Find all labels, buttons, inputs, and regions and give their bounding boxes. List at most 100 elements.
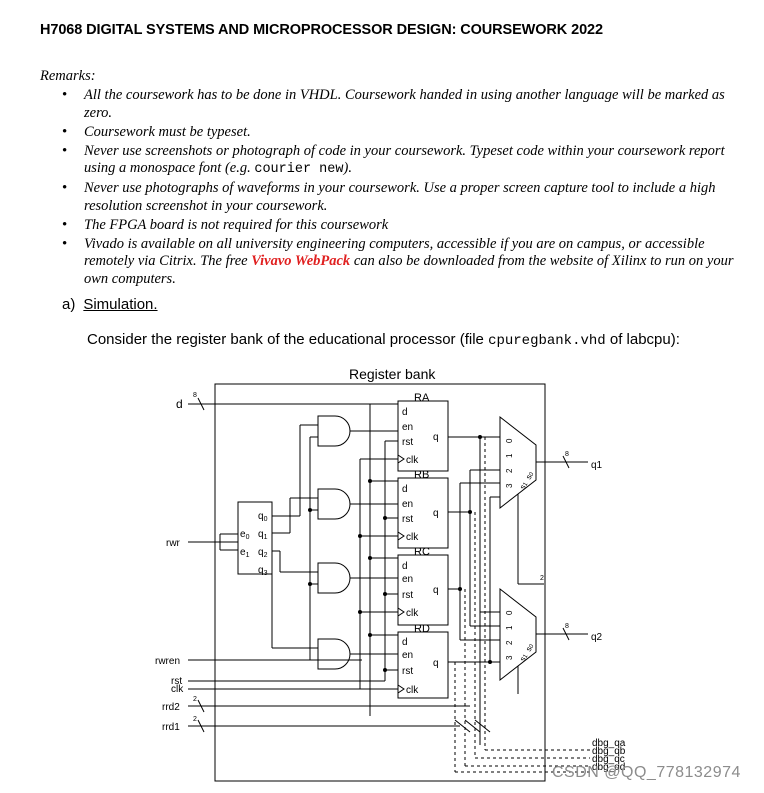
- remark-text: ).: [343, 160, 352, 176]
- input-rrd1-label: rrd1: [162, 722, 180, 733]
- remark-text: Coursework must be typeset.: [84, 123, 251, 140]
- input-rrd2-label: rrd2: [162, 702, 180, 713]
- output-dbg-qb: dbg_qb: [592, 746, 626, 757]
- remark-text: Never use photographs of waveforms in yo…: [84, 180, 716, 214]
- mux1-in1: 1: [505, 453, 514, 458]
- remark-item: Never use photographs of waveforms in yo…: [62, 180, 742, 215]
- remark-item: Vivado is available on all university en…: [62, 236, 742, 289]
- mux2-in1: 1: [505, 625, 514, 630]
- register-rc-q: q: [433, 585, 439, 596]
- bus-width-q2: 8: [565, 623, 569, 630]
- input-rwren-label: rwren: [155, 656, 180, 667]
- register-ra-d: d: [402, 407, 408, 418]
- diagram-title: Register bank: [349, 366, 436, 382]
- decoder-block: [237, 501, 273, 575]
- register-ra: [397, 400, 449, 472]
- register-rb-en: en: [402, 499, 413, 510]
- register-bank-frame: [214, 383, 546, 782]
- register-rc-en: en: [402, 574, 413, 585]
- register-rb-d: d: [402, 484, 408, 495]
- output-q2-label: q2: [591, 632, 603, 643]
- decoder-q2: q2: [258, 547, 268, 559]
- remark-text: can also be downloaded from the website …: [84, 253, 734, 287]
- mux1-s0: s0: [524, 470, 536, 481]
- output-dbg-qc: dbg_qc: [592, 754, 625, 765]
- register-rb-name: RB: [414, 469, 429, 481]
- register-rc-rst: rst: [402, 590, 413, 601]
- input-rwr-label: rwr: [166, 538, 181, 549]
- section-letter: a): [62, 296, 76, 313]
- inline-code: courier new: [254, 162, 344, 177]
- and-gate-d: [317, 638, 351, 670]
- bus-width-q1: 8: [565, 451, 569, 458]
- mux2-s0: s0: [524, 642, 536, 653]
- register-rd-q: q: [433, 658, 439, 669]
- decoder-q0: q0: [258, 511, 268, 523]
- register-rb-rst: rst: [402, 514, 413, 525]
- remark-item: The FPGA board is not required for this …: [62, 217, 742, 235]
- output-dbg-qd: dbg_qd: [592, 762, 625, 773]
- mux1-in3: 3: [505, 483, 514, 488]
- section-heading: a) Simulation.: [62, 296, 158, 313]
- register-ra-q: q: [433, 432, 439, 443]
- remarks-label: Remarks:: [40, 68, 96, 84]
- register-rd: [397, 631, 449, 699]
- remark-text: Never use screenshots or photograph of c…: [84, 142, 725, 177]
- remarks-list: All the coursework has to be done in VHD…: [62, 87, 742, 290]
- remark-text: All the coursework has to be done in VHD…: [84, 87, 725, 121]
- remark-item: All the coursework has to be done in VHD…: [62, 87, 742, 122]
- register-rb-clk: clk: [406, 532, 419, 543]
- input-clk-label: clk: [171, 684, 184, 695]
- mux2-in3: 3: [505, 655, 514, 660]
- register-rd-d: d: [402, 637, 408, 648]
- decoder-e0: e0: [240, 529, 250, 541]
- register-rb-q: q: [433, 508, 439, 519]
- page-title: H7068 DIGITAL SYSTEMS AND MICROPROCESSOR…: [40, 22, 603, 38]
- register-ra-rst: rst: [402, 437, 413, 448]
- output-q1-label: q1: [591, 460, 603, 471]
- and-gate-b: [317, 488, 351, 520]
- output-dbg-qa: dbg_qa: [592, 738, 626, 749]
- section-label: Simulation.: [83, 296, 158, 313]
- decoder-e1: e1: [240, 547, 250, 559]
- register-rb: [397, 477, 449, 549]
- mux-q2: [499, 587, 537, 682]
- bus-width-rrd2: 2: [193, 696, 197, 703]
- mux1-in2: 2: [505, 468, 514, 473]
- register-rd-en: en: [402, 650, 413, 661]
- highlight-link[interactable]: Vivavo WebPack: [251, 253, 351, 269]
- mux2-in2: 2: [505, 640, 514, 645]
- remark-item: Never use screenshots or photograph of c…: [62, 143, 742, 179]
- bus-width-d: 8: [193, 392, 197, 399]
- bus-width-rrd1: 2: [193, 716, 197, 723]
- and-gate-c: [317, 562, 351, 594]
- inline-code-filename: cpuregbank.vhd: [488, 333, 606, 349]
- consider-pre: Consider the register bank of the educat…: [87, 331, 484, 348]
- mux1-in0: 0: [505, 438, 514, 443]
- register-rc-d: d: [402, 561, 408, 572]
- watermark: CSDN @QQ_778132974: [552, 764, 741, 781]
- input-rst-label: rst: [171, 676, 182, 687]
- register-ra-en: en: [402, 422, 413, 433]
- remark-text: The FPGA board is not required for this …: [84, 216, 389, 233]
- register-rd-name: RD: [414, 623, 430, 635]
- mux1-s1: s1: [518, 480, 530, 491]
- consider-post: of labcpu):: [609, 331, 680, 348]
- mux2-s1: s1: [518, 652, 530, 663]
- mux2-in0: 0: [505, 610, 514, 615]
- decoder-q1: q1: [258, 529, 268, 541]
- and-gate-a: [317, 415, 351, 447]
- register-ra-clk: clk: [406, 455, 419, 466]
- register-rc-clk: clk: [406, 608, 419, 619]
- register-rd-clk: clk: [406, 685, 419, 696]
- register-rc: [397, 554, 449, 626]
- consider-text: Consider the register bank of the educat…: [87, 331, 680, 349]
- input-d-label: d: [176, 397, 183, 411]
- register-ra-name: RA: [414, 392, 430, 404]
- register-rd-rst: rst: [402, 666, 413, 677]
- decoder-q3: q3: [258, 565, 268, 577]
- mux-q1: [499, 415, 537, 510]
- remark-text: Vivado is available on all university en…: [84, 235, 705, 270]
- bus-width-sel: 2: [540, 575, 544, 582]
